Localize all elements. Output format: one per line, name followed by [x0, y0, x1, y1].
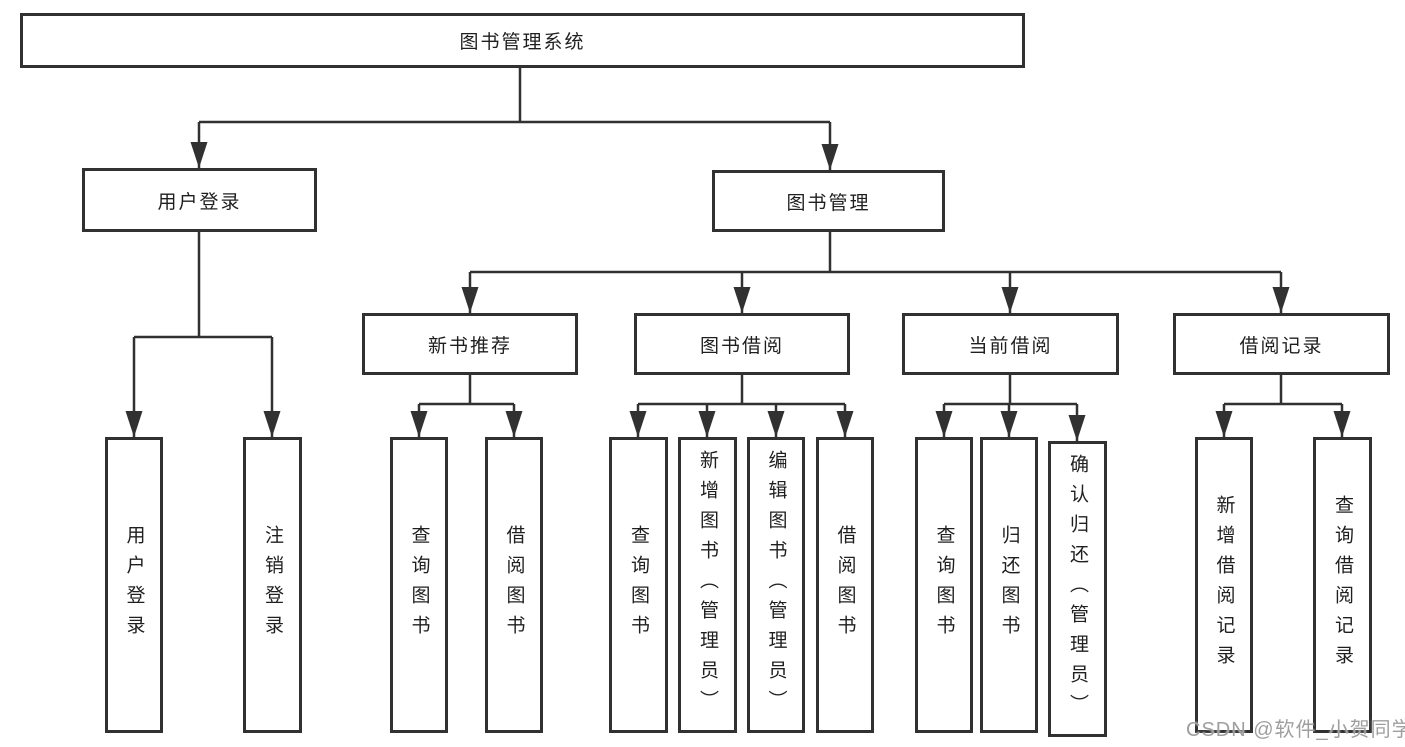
leaf-borrow-add-admin: 新增图书（管理员）: [678, 437, 737, 733]
leaf-current-query-label: 查询图书: [933, 525, 955, 645]
leaf-record-query: 查询借阅记录: [1313, 437, 1372, 733]
leaf-newbook-query-label: 查询图书: [408, 525, 430, 645]
node-book-management-label: 图书管理: [786, 192, 871, 214]
leaf-logout: 注销登录: [243, 437, 302, 733]
leaf-user-login: 用户登录: [105, 437, 163, 733]
node-root-system: 图书管理系统: [20, 13, 1025, 68]
node-book-borrow: 图书借阅: [634, 313, 850, 375]
leaf-return-book-label: 归还图书: [998, 525, 1020, 645]
leaf-user-login-label: 用户登录: [123, 525, 145, 645]
leaf-confirm-return-admin-label: 确认归还（管理员）: [1067, 454, 1088, 724]
node-new-book-recommend: 新书推荐: [362, 313, 578, 375]
leaf-return-book: 归还图书: [980, 437, 1038, 733]
leaf-borrow-query: 查询图书: [609, 437, 668, 733]
node-root-system-label: 图书管理系统: [459, 32, 586, 53]
leaf-borrow-edit-admin-label: 编辑图书（管理员）: [765, 450, 787, 720]
leaf-record-add-label: 新增借阅记录: [1213, 495, 1235, 675]
leaf-borrow-edit-admin: 编辑图书（管理员）: [747, 437, 805, 733]
node-book-management: 图书管理: [712, 170, 945, 232]
leaf-record-add: 新增借阅记录: [1195, 437, 1253, 733]
leaf-borrow-book-label: 借阅图书: [834, 525, 856, 645]
leaf-borrow-add-admin-label: 新增图书（管理员）: [697, 450, 718, 720]
leaf-newbook-query: 查询图书: [390, 437, 448, 733]
node-new-book-recommend-label: 新书推荐: [427, 335, 512, 357]
leaf-confirm-return-admin: 确认归还（管理员）: [1048, 441, 1107, 737]
node-borrow-records-label: 借阅记录: [1239, 335, 1324, 357]
leaf-current-query: 查询图书: [915, 437, 973, 733]
leaf-logout-label: 注销登录: [262, 525, 283, 645]
leaf-newbook-borrow-label: 借阅图书: [503, 525, 525, 645]
node-book-borrow-label: 图书借阅: [699, 335, 784, 357]
leaf-borrow-book: 借阅图书: [816, 437, 874, 733]
csdn-watermark: CSDN @软件_小贺同学: [1186, 719, 1405, 741]
leaf-record-query-label: 查询借阅记录: [1332, 495, 1353, 675]
node-borrow-records: 借阅记录: [1173, 313, 1390, 375]
node-user-login: 用户登录: [82, 168, 317, 232]
node-current-borrow-label: 当前借阅: [968, 335, 1053, 357]
node-user-login-label: 用户登录: [157, 191, 242, 213]
node-current-borrow: 当前借阅: [902, 313, 1119, 375]
leaf-newbook-borrow: 借阅图书: [485, 437, 543, 733]
leaf-borrow-query-label: 查询图书: [628, 525, 649, 645]
